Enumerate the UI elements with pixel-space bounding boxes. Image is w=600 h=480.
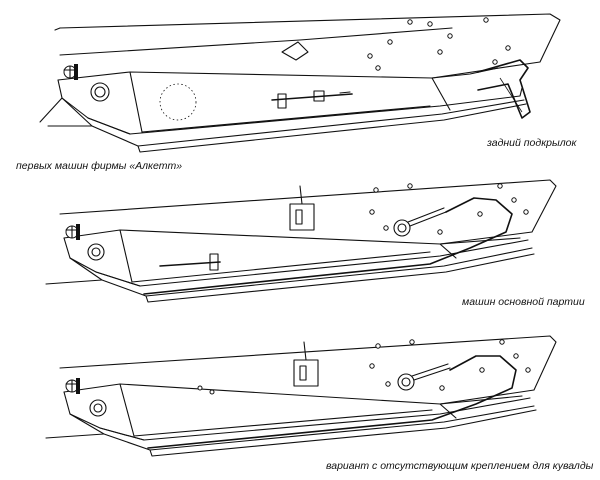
caption-no-sledgehammer-mount: вариант с отсутствующим креплением для к… [326, 460, 594, 472]
caption-main-batch: машин основной партии [462, 296, 585, 308]
fender-drawing-no-sledgehammer-mount [45, 335, 557, 457]
fender-drawing-main-batch [45, 179, 557, 303]
caption-early-alkett: первых машин фирмы «Алкетт» [16, 160, 183, 172]
caption-rear-mudguard: задний подкрылок [487, 137, 577, 149]
fender-drawing-early-alkett [39, 13, 561, 153]
